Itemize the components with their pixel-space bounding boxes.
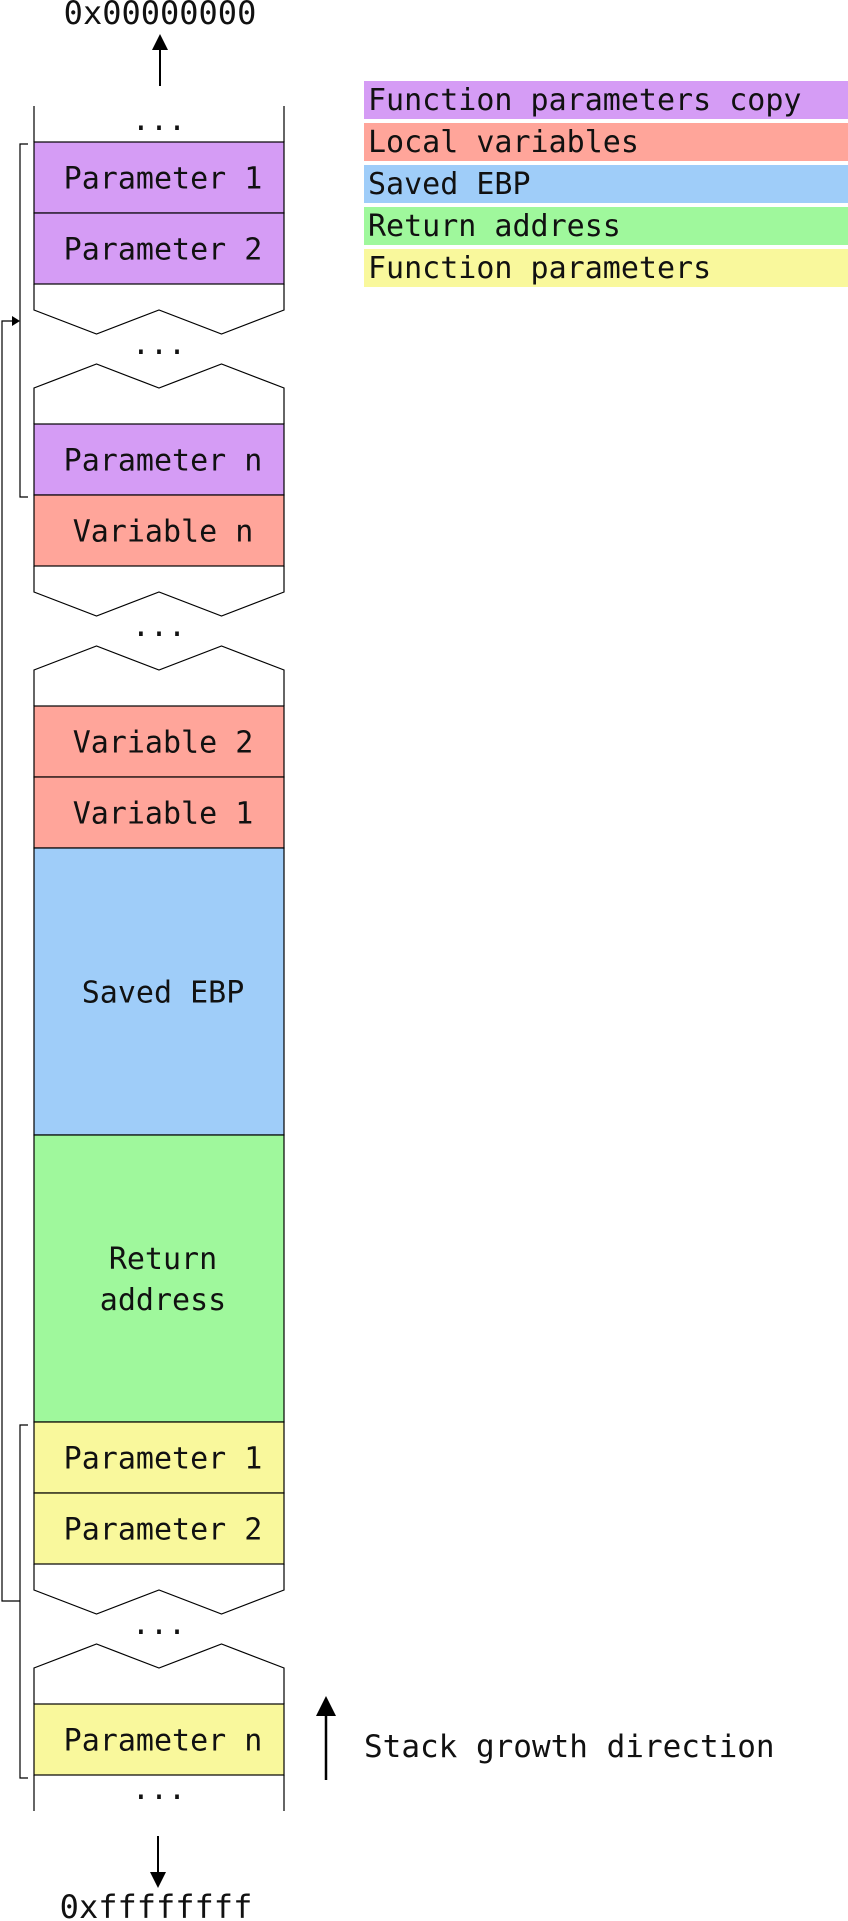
stack-cell-5 bbox=[33, 494, 285, 567]
ellipsis-6: ... bbox=[132, 609, 186, 644]
ellipsis-0: ... bbox=[132, 103, 186, 138]
gap-break-top bbox=[33, 1564, 285, 1615]
legend-label-return_address: Return address bbox=[368, 209, 621, 244]
legend-label-saved_ebp: Saved EBP bbox=[368, 167, 531, 202]
ellipsis-13: ... bbox=[132, 1607, 186, 1642]
gap-break-bottom bbox=[33, 645, 285, 706]
stack-cell-label-8: Variable 1 bbox=[73, 797, 254, 832]
stack-cell-label-2: Parameter 2 bbox=[64, 233, 263, 268]
stack-cell-2 bbox=[33, 212, 285, 285]
gap-break-bottom bbox=[33, 363, 285, 424]
stack-cell-12 bbox=[33, 1492, 285, 1565]
bracket-copy-parameters bbox=[19, 143, 28, 498]
ellipsis-3: ... bbox=[132, 327, 186, 362]
stack-column: ... Parameter 1 Parameter 2... Parameter n V… bbox=[33, 103, 285, 1811]
stack-cell-label-9: Saved EBP bbox=[82, 976, 245, 1011]
gap-break-bottom bbox=[33, 1643, 285, 1704]
stack-cell-10 bbox=[33, 1134, 285, 1423]
stack-cell-11 bbox=[33, 1421, 285, 1494]
stack-cell-7 bbox=[33, 705, 285, 778]
ellipsis-15: ... bbox=[132, 1772, 186, 1807]
legend-label-function_parameters: Function parameters bbox=[368, 251, 711, 286]
stack-cell-14 bbox=[33, 1703, 285, 1776]
address-bottom-label: 0xffffffff bbox=[60, 1888, 253, 1921]
gap-break-top bbox=[33, 566, 285, 617]
bracket-function-parameters bbox=[19, 1424, 28, 1779]
gap-break-top bbox=[33, 284, 285, 335]
stack-growth-label: Stack growth direction bbox=[364, 1729, 775, 1765]
stack-cell-label-7: Variable 2 bbox=[73, 726, 254, 761]
copy-link-arrow bbox=[1, 316, 20, 1602]
address-top-label: 0x00000000 bbox=[64, 0, 257, 32]
stack-cell-9 bbox=[33, 847, 285, 1136]
legend-swatch-saved_ebp bbox=[364, 165, 848, 203]
stack-cell-4 bbox=[33, 423, 285, 496]
stack-cell-label-11: Parameter 1 bbox=[64, 1442, 263, 1477]
stack-cell-label-4: Parameter n bbox=[64, 444, 263, 479]
stack-cell-label-14: Parameter n bbox=[64, 1724, 263, 1759]
legend-label-function_parameters_copy: Function parameters copy bbox=[368, 83, 801, 118]
stack-cell-1 bbox=[33, 141, 285, 214]
legend-label-local_variables: Local variables bbox=[368, 125, 639, 160]
stack-cell-label-12: Parameter 2 bbox=[64, 1513, 263, 1548]
stack-cell-label-1: Parameter 1 bbox=[64, 162, 263, 197]
stack-cell-8 bbox=[33, 776, 285, 849]
stack-cell-label-5: Variable n bbox=[73, 515, 254, 550]
legend-swatch-function_parameters_copy bbox=[364, 81, 848, 119]
legend-swatch-local_variables bbox=[364, 123, 848, 161]
legend-swatch-return_address bbox=[364, 207, 848, 245]
legend-swatch-function_parameters bbox=[364, 249, 848, 287]
